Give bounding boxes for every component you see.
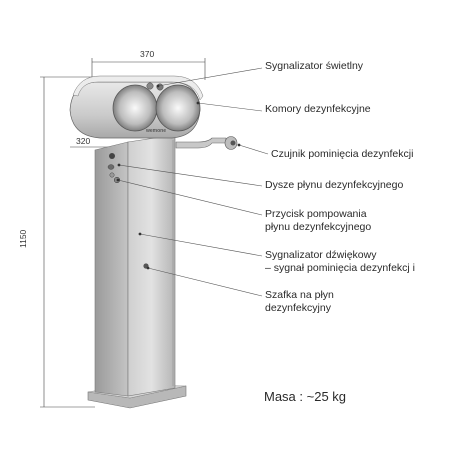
label-light-signal: Sygnalizator świetlny — [265, 60, 364, 72]
chamber-left[interactable] — [112, 84, 158, 132]
label-disinfection-chambers: Komory dezynfekcyjne — [265, 103, 371, 115]
chamber-right[interactable] — [155, 84, 201, 132]
leader-lines — [117, 67, 269, 297]
disinfection-head — [69, 75, 204, 139]
label-sound-signal: Sygnalizator dźwiękowy – sygnał pominięc… — [265, 249, 415, 274]
dimension-depth: 320 — [76, 136, 91, 146]
label-cabinet: Szafka na płyn dezynfekcyjny — [265, 289, 334, 314]
column — [94, 134, 176, 397]
mass-label: Masa : ~25 kg — [264, 389, 347, 404]
light-signal-lamp — [146, 82, 154, 90]
leader-dots — [116, 84, 241, 270]
side-controls — [107, 153, 121, 184]
skip-sensor-arm — [175, 136, 238, 150]
dimension-width: 370 — [140, 49, 155, 59]
dimension-lines — [40, 58, 206, 408]
dimension-height: 1150 — [18, 229, 28, 248]
label-nozzles: Dysze płynu dezynfekcyjnego — [265, 179, 404, 191]
label-skip-sensor: Czujnik pominięcia dezynfekcji — [271, 148, 414, 160]
brand-logo: wemone — [146, 128, 167, 134]
skip-sensor — [230, 140, 236, 146]
label-pump-button: Przycisk pompowania płynu dezynfekcyjneg… — [265, 208, 372, 233]
